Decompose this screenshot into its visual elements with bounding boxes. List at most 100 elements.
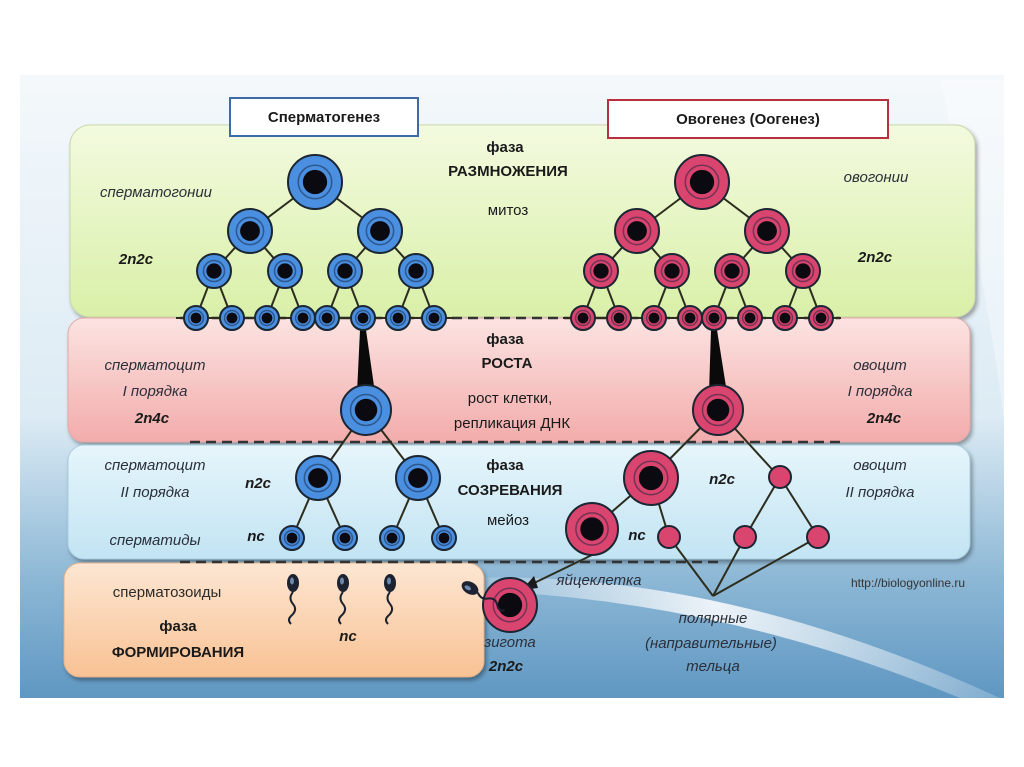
- spermatocyte-1: [340, 384, 392, 436]
- egg-gonium-4-7: [772, 305, 798, 331]
- egg-gonium-4-1: [570, 305, 596, 331]
- spermatozoon-2-highlight: [340, 577, 344, 585]
- spermatocyte-1-nucleus: [354, 398, 378, 422]
- phase-maturation-title: СОЗРЕВАНИЯ: [458, 482, 563, 499]
- sperm-gonium-4-4: [290, 305, 316, 331]
- label-ploidy-mat1-right: n2c: [709, 471, 736, 488]
- spermatid-3-ring: [383, 529, 401, 547]
- sperm-gonium-2-2-ring: [365, 216, 395, 246]
- spermatid-2-nucleus: [339, 532, 351, 544]
- phase-reproduction-process: митоз: [488, 202, 529, 219]
- egg-gonium-4-6-ring: [741, 309, 759, 327]
- oocyte-1: [692, 384, 744, 436]
- spermatid-3: [379, 525, 405, 551]
- spermatid-1: [279, 525, 305, 551]
- zygote-nucleus: [497, 592, 523, 618]
- ootid: [565, 502, 619, 556]
- sperm-gonium-3-2-nucleus: [277, 263, 293, 279]
- egg-gonium-4-5: [701, 305, 727, 331]
- egg-gonium-4-6: [737, 305, 763, 331]
- spermatid-1-nucleus: [286, 532, 298, 544]
- sperm-gonium-4-3-nucleus: [261, 312, 273, 324]
- spermatocyte-2-1-nucleus: [308, 468, 328, 488]
- label-zygote-ploidy: 2n2c: [488, 658, 524, 675]
- polar-body-2-membrane: [657, 525, 681, 549]
- polar-body-4-membrane: [806, 525, 830, 549]
- sperm-gonium-4-2: [219, 305, 245, 331]
- egg-gonium-2-2: [744, 208, 790, 254]
- spermatozoon-3-tail: [385, 591, 394, 625]
- sperm-gonium-4-3-ring: [258, 309, 276, 327]
- spermatocyte-2-2: [395, 455, 441, 501]
- zygote: [482, 577, 538, 633]
- egg-gonium-4-8: [808, 305, 834, 331]
- sperm-gonium-4-5-ring: [318, 309, 336, 327]
- spermatocyte-2-1-ring: [303, 463, 333, 493]
- phase-growth-process-2: репликация ДНК: [454, 415, 570, 432]
- label-spermatocyte-1-a: сперматоцит: [105, 357, 206, 374]
- sperm-gonium-4-5: [314, 305, 340, 331]
- sperm-gonium-4-2-ring: [223, 309, 241, 327]
- polar-pointer: [712, 536, 819, 597]
- egg-gonium-3-1: [583, 253, 619, 289]
- egg-gonium-4-2-nucleus: [613, 312, 625, 324]
- sperm-gonium-3-3-nucleus: [337, 263, 353, 279]
- spermatozoon-4-highlight: [464, 585, 471, 591]
- label-ploidy-mat1-left: n2c: [245, 475, 272, 492]
- oogenesis-header-box: [607, 99, 889, 139]
- phase-formation-title: ФОРМИРОВАНИЯ: [112, 644, 244, 661]
- polar-body-3-membrane: [733, 525, 757, 549]
- label-ploidy-form-left: nc: [339, 628, 357, 645]
- label-spermatocyte-2-b: II порядка: [120, 484, 189, 501]
- egg-gonium-4-4-nucleus: [684, 312, 696, 324]
- spermatozoon-3: [384, 574, 396, 625]
- egg-gonium-4-2: [606, 305, 632, 331]
- sperm-gonium-2-2-nucleus: [370, 221, 390, 241]
- spermatozoon-1-tail: [288, 591, 297, 625]
- polar-body-3: [733, 525, 757, 549]
- spermatid-4-nucleus: [438, 532, 450, 544]
- label-polar-bodies-3: тельца: [686, 658, 740, 675]
- egg-gonium-1-ring: [684, 164, 720, 200]
- egg-gonium-3-1-ring: [589, 259, 613, 283]
- phase-growth-title: РОСТА: [482, 355, 533, 372]
- sperm-gonium-4-2-nucleus: [226, 312, 238, 324]
- oocyte-2-ring: [633, 460, 669, 496]
- egg-gonium-4-3-ring: [645, 309, 663, 327]
- sperm-gonium-3-3: [327, 253, 363, 289]
- sperm-gonium-3-1: [196, 253, 232, 289]
- fertilization-arrow: [529, 554, 593, 586]
- spermatozoon-1-highlight: [290, 577, 294, 585]
- egg-gonium-4-7-ring: [776, 309, 794, 327]
- label-ploidy-repro-left: 2n2c: [118, 251, 154, 268]
- sperm-gonium-4-8-ring: [425, 309, 443, 327]
- egg-gonium-4-8-nucleus: [815, 312, 827, 324]
- label-oocyte-1-b: I порядка: [848, 383, 913, 400]
- egg-gonium-4-4-ring: [681, 309, 699, 327]
- sperm-gonium-3-2: [267, 253, 303, 289]
- spermatid-4: [431, 525, 457, 551]
- sperm-gonium-2-1: [227, 208, 273, 254]
- egg-gonium-3-4-nucleus: [795, 263, 811, 279]
- source-url: http://biologyonline.ru: [851, 576, 965, 590]
- egg-gonium-4-2-ring: [610, 309, 628, 327]
- phase-reproduction-title: РАЗМНОЖЕНИЯ: [448, 163, 568, 180]
- sperm-gonium-1: [287, 154, 343, 210]
- sperm-gonium-4-7-nucleus: [392, 312, 404, 324]
- spermatogenesis-header: Сперматогенез: [268, 109, 380, 126]
- sperm-gonium-4-4-nucleus: [297, 312, 309, 324]
- sperm-gonium-2-1-nucleus: [240, 221, 260, 241]
- label-ploidy-growth-left: 2n4c: [134, 410, 170, 427]
- sperm-gonium-2-2: [357, 208, 403, 254]
- polar-body-1-membrane: [768, 465, 792, 489]
- spermatid-2-ring: [336, 529, 354, 547]
- sperm-gonium-4-6: [350, 305, 376, 331]
- label-polar-bodies-2: (направительные): [645, 635, 777, 652]
- egg-gonium-2-1: [614, 208, 660, 254]
- egg-gonium-2-1-nucleus: [627, 221, 647, 241]
- sperm-gonium-4-8: [421, 305, 447, 331]
- sperm-gonium-3-4-ring: [404, 259, 428, 283]
- sperm-gonium-1-ring: [297, 164, 333, 200]
- sperm-gonium-4-1: [183, 305, 209, 331]
